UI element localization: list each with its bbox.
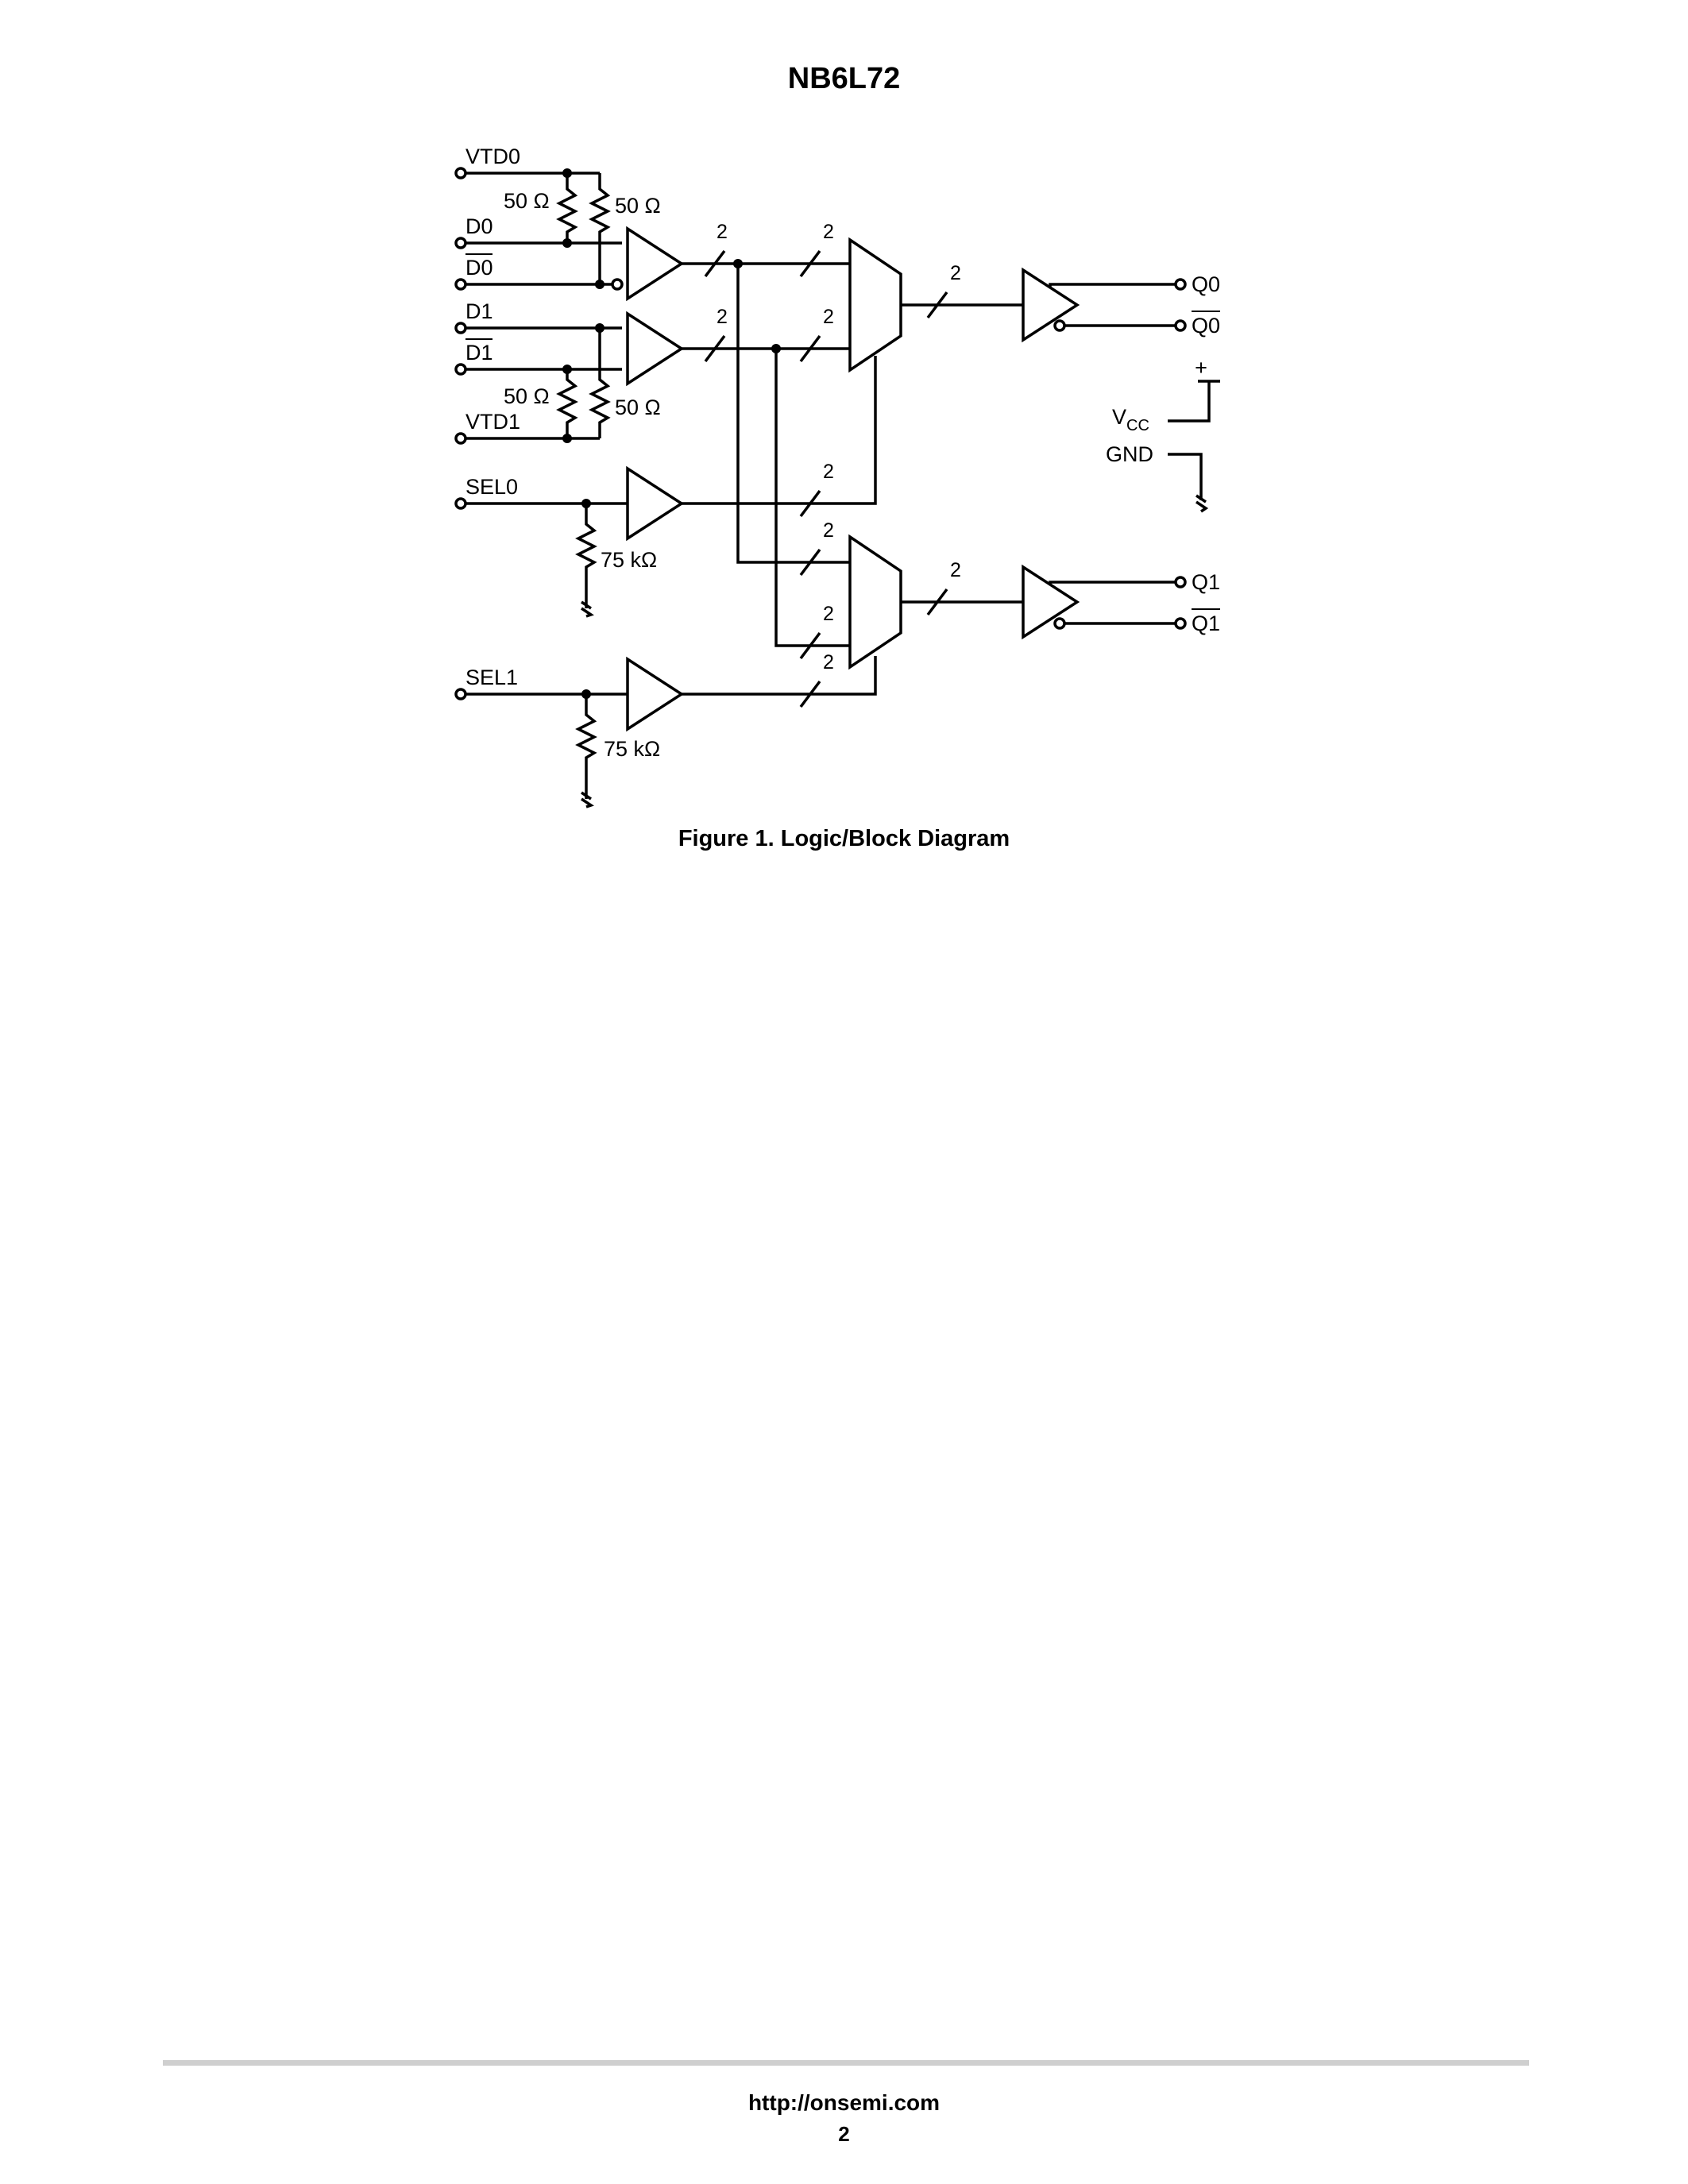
gnd-wire: [1168, 453, 1203, 494]
ground-icon: [581, 597, 594, 618]
pin-vtd0: [454, 167, 467, 179]
bus-slash: [926, 291, 948, 319]
input-buffer-d0: [626, 226, 685, 302]
label-r-75k: 75 kΩ: [601, 548, 657, 572]
input-buffer-sel0: [626, 465, 685, 542]
label-r-50-ohm: 50 Ω: [615, 396, 661, 419]
bus-width-label: 2: [823, 306, 834, 328]
junction-dot: [595, 280, 605, 289]
bus-slash: [799, 548, 821, 577]
label-vtd1: VTD1: [465, 410, 520, 434]
ground-icon: [1196, 494, 1209, 513]
pin-q0: [1174, 278, 1187, 291]
bus-slash: [799, 631, 821, 660]
ground-icon: [581, 788, 594, 808]
label-q1-bar: Q1: [1192, 612, 1220, 635]
inversion-bubble: [1053, 617, 1066, 630]
label-r-75k: 75 kΩ: [604, 737, 660, 761]
label-r-50-ohm: 50 Ω: [615, 194, 661, 218]
pin-d0: [454, 237, 467, 249]
bus-width-label: 2: [823, 519, 834, 542]
label-q0: Q0: [1192, 272, 1220, 296]
output-buffer-1: [1022, 564, 1080, 640]
pin-q0-bar: [1174, 319, 1187, 332]
pin-d1-bar: [454, 363, 467, 376]
wire-buf1-to-mux1: [774, 349, 850, 647]
logic-block-diagram: VTD0 D0 D0 D1 D1 VTD1 SEL0 SEL1 50 Ω 50 …: [454, 145, 1220, 808]
label-gnd: GND: [1106, 442, 1153, 466]
label-sel1: SEL1: [465, 666, 518, 689]
page-number: 2: [838, 2122, 850, 2146]
input-buffer-d1: [626, 311, 685, 387]
junction-dot: [771, 344, 781, 353]
junction-dot: [562, 365, 572, 374]
wire-sel0-to-mux0: [682, 356, 877, 505]
inversion-bubble: [611, 278, 624, 291]
label-q0-bar: Q0: [1192, 314, 1220, 338]
resistor-50-ohm-d1: [589, 328, 611, 438]
pin-vtd1: [454, 432, 467, 445]
label-d0-bar: D0: [465, 256, 493, 280]
page-title: NB6L72: [787, 62, 901, 95]
wire-q0: [1049, 283, 1176, 287]
label-q1: Q1: [1192, 570, 1220, 594]
bus-slash: [799, 334, 821, 363]
footer-url[interactable]: http://onsemi.com: [747, 2090, 941, 2115]
vcc-wire: [1168, 381, 1211, 423]
mux-1: [848, 534, 902, 670]
output-buffer-0: [1022, 267, 1080, 343]
mux-0: [848, 237, 902, 373]
bus-slash: [926, 588, 948, 616]
wire-sel1-to-mux1: [682, 656, 877, 696]
label-d1: D1: [465, 299, 493, 323]
pin-d0-bar: [454, 278, 467, 291]
bus-width-label: 2: [950, 559, 961, 581]
resistor-75k-sel0: [575, 504, 597, 597]
bus-width-label: 2: [823, 461, 834, 483]
pin-sel1: [454, 688, 467, 700]
junction-dot: [562, 168, 572, 178]
figure-caption: Figure 1. Logic/Block Diagram: [678, 826, 1010, 851]
bus-width-label: 2: [823, 651, 834, 673]
label-r-50-ohm: 50 Ω: [504, 384, 550, 408]
junction-dot: [581, 689, 591, 699]
pin-q1: [1174, 576, 1187, 588]
bus-width-label: 2: [823, 603, 834, 625]
pin-sel0: [454, 497, 467, 510]
label-d0: D0: [465, 214, 493, 238]
bus-width-label: 2: [823, 221, 834, 243]
label-vtd0: VTD0: [465, 145, 520, 168]
junction-dot: [733, 259, 743, 268]
bus-slash: [704, 249, 726, 278]
bus-slash: [799, 680, 821, 708]
junction-dot: [562, 434, 572, 443]
junction-dot: [562, 238, 572, 248]
bus-slash: [799, 249, 821, 278]
bus-slash: [704, 334, 726, 363]
label-sel0: SEL0: [465, 475, 518, 499]
resistor-50-ohm-d1-bar: [556, 369, 578, 438]
label-d1-bar: D1: [465, 341, 493, 365]
input-buffer-sel1: [626, 656, 685, 732]
resistor-75k-sel1: [575, 694, 597, 788]
junction-dot: [595, 323, 605, 333]
junction-dot: [581, 499, 591, 508]
wire-buf0-to-mux1: [736, 264, 850, 564]
footer-divider: [163, 2060, 1529, 2066]
inversion-bubble: [1053, 319, 1066, 332]
wire-q1: [1049, 581, 1176, 585]
label-vcc: VCC: [1112, 405, 1149, 434]
bus-width-label: 2: [717, 221, 728, 243]
resistor-50-ohm-d0-bar: [589, 173, 611, 284]
label-plus: +: [1195, 356, 1207, 380]
resistor-50-ohm-d0: [556, 173, 578, 243]
label-r-50-ohm: 50 Ω: [504, 189, 550, 213]
bus-slash: [799, 489, 821, 518]
pin-q1-bar: [1174, 617, 1187, 630]
bus-width-label: 2: [717, 306, 728, 328]
bus-width-label: 2: [950, 262, 961, 284]
pin-d1: [454, 322, 467, 334]
